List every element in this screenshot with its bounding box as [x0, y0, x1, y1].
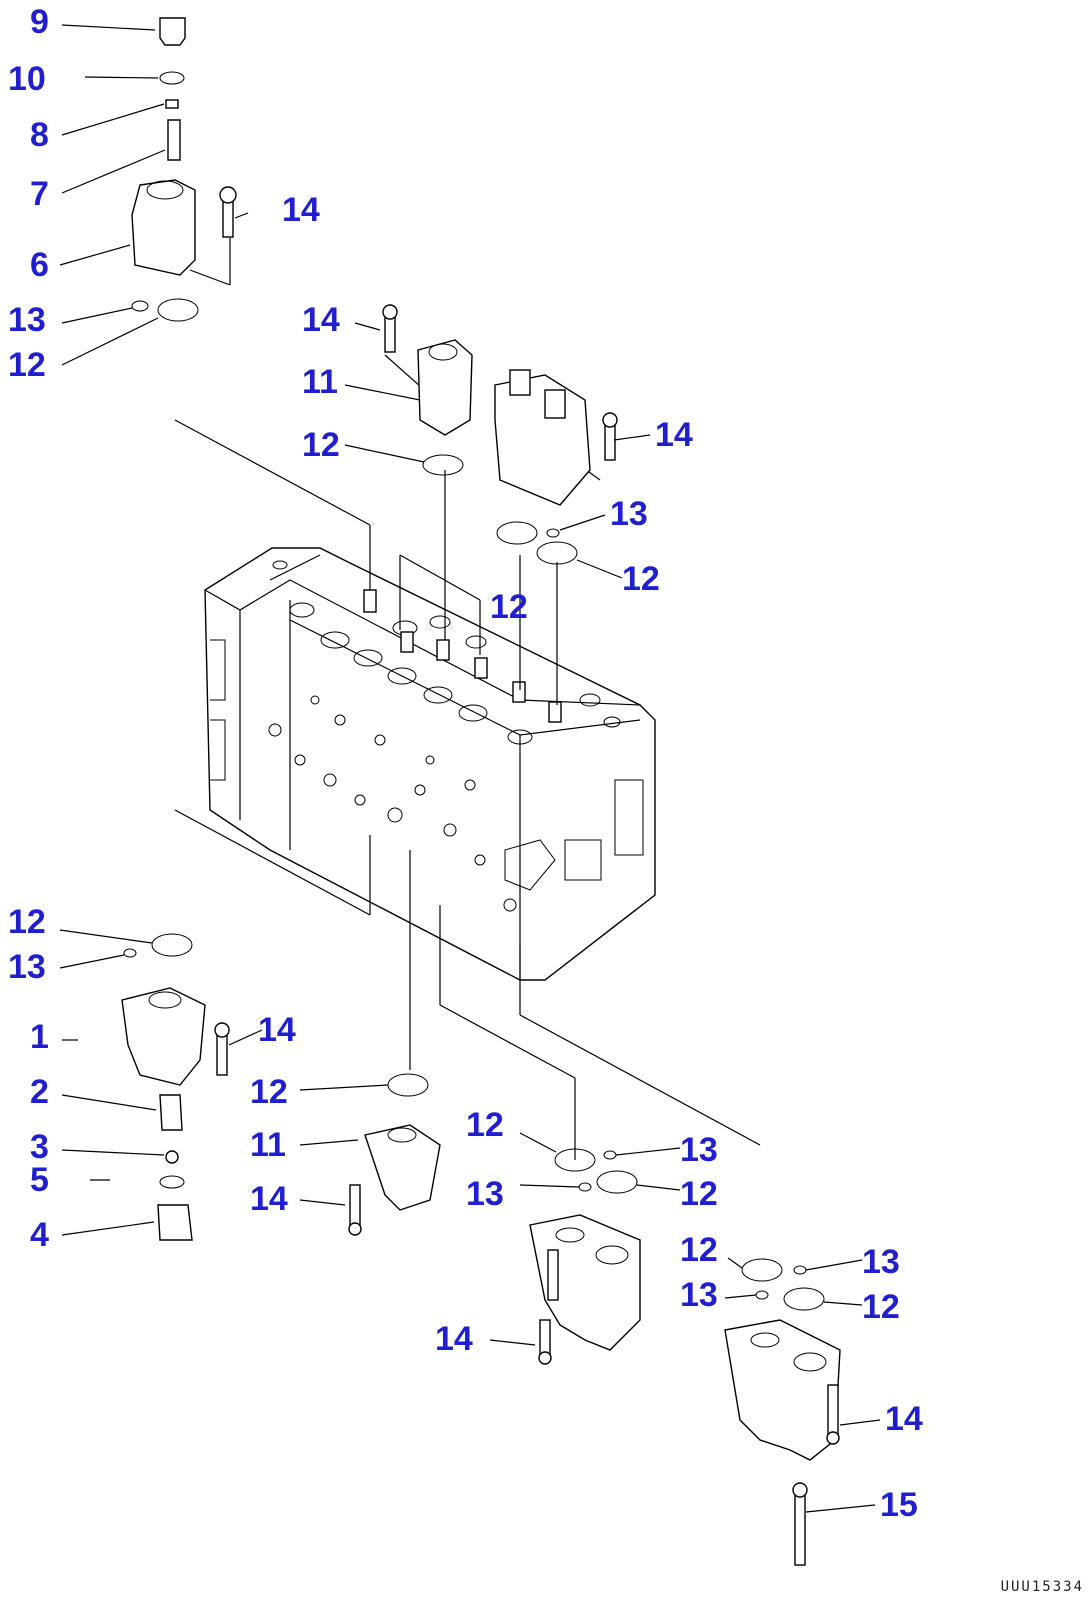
callout-14: 14: [250, 1180, 288, 1218]
callout-12: 12: [680, 1231, 718, 1269]
callout-11: 11: [302, 363, 338, 401]
document-id: UUU15334: [1000, 1579, 1084, 1595]
callout-4: 4: [30, 1216, 49, 1254]
callout-3: 3: [30, 1128, 49, 1166]
callout-11: 11: [250, 1126, 286, 1164]
callout-13: 13: [8, 301, 46, 339]
callout-14: 14: [282, 191, 320, 229]
callout-14: 14: [435, 1320, 473, 1358]
callout-6: 6: [30, 246, 49, 284]
callout-12: 12: [680, 1175, 718, 1213]
callout-leaders: [59, 24, 881, 1513]
assembly-lines: [174, 238, 761, 1160]
callout-12: 12: [250, 1073, 288, 1111]
callout-13: 13: [610, 495, 648, 533]
callout-12: 12: [862, 1288, 900, 1326]
valve-assembly-upper-right: [494, 369, 618, 565]
callout-12: 12: [622, 560, 660, 598]
control-valve-body: [204, 547, 656, 981]
callout-7: 7: [30, 175, 49, 213]
callout-13: 13: [466, 1175, 504, 1213]
callout-12: 12: [8, 346, 46, 384]
callout-2: 2: [30, 1073, 49, 1111]
callout-13: 13: [8, 948, 46, 986]
callout-9: 9: [30, 3, 49, 41]
callout-12: 12: [466, 1106, 504, 1144]
callout-10: 10: [8, 60, 46, 98]
valve-assembly-lower-1: [529, 1148, 641, 1365]
solenoid-valve-lower: [348, 1073, 441, 1236]
callout-14: 14: [258, 1011, 296, 1049]
callout-12: 12: [302, 426, 340, 464]
solenoid-valve-upper: [382, 304, 473, 476]
valve-assembly-lower-2: [724, 1258, 841, 1566]
callout-1: 1: [30, 1018, 49, 1056]
callout-12: 12: [490, 588, 528, 626]
callout-14: 14: [302, 301, 340, 339]
callout-14: 14: [655, 416, 693, 454]
callout-12: 12: [8, 903, 46, 941]
callout-13: 13: [680, 1276, 718, 1314]
callout-5: 5: [30, 1161, 49, 1199]
relief-valve-assembly-left: [121, 933, 230, 1241]
callout-13: 13: [862, 1243, 900, 1281]
relief-valve-assembly-top: [131, 17, 237, 322]
callout-14: 14: [885, 1400, 923, 1438]
callout-15: 15: [880, 1486, 918, 1524]
callout-8: 8: [30, 116, 49, 154]
callout-13: 13: [680, 1131, 718, 1169]
